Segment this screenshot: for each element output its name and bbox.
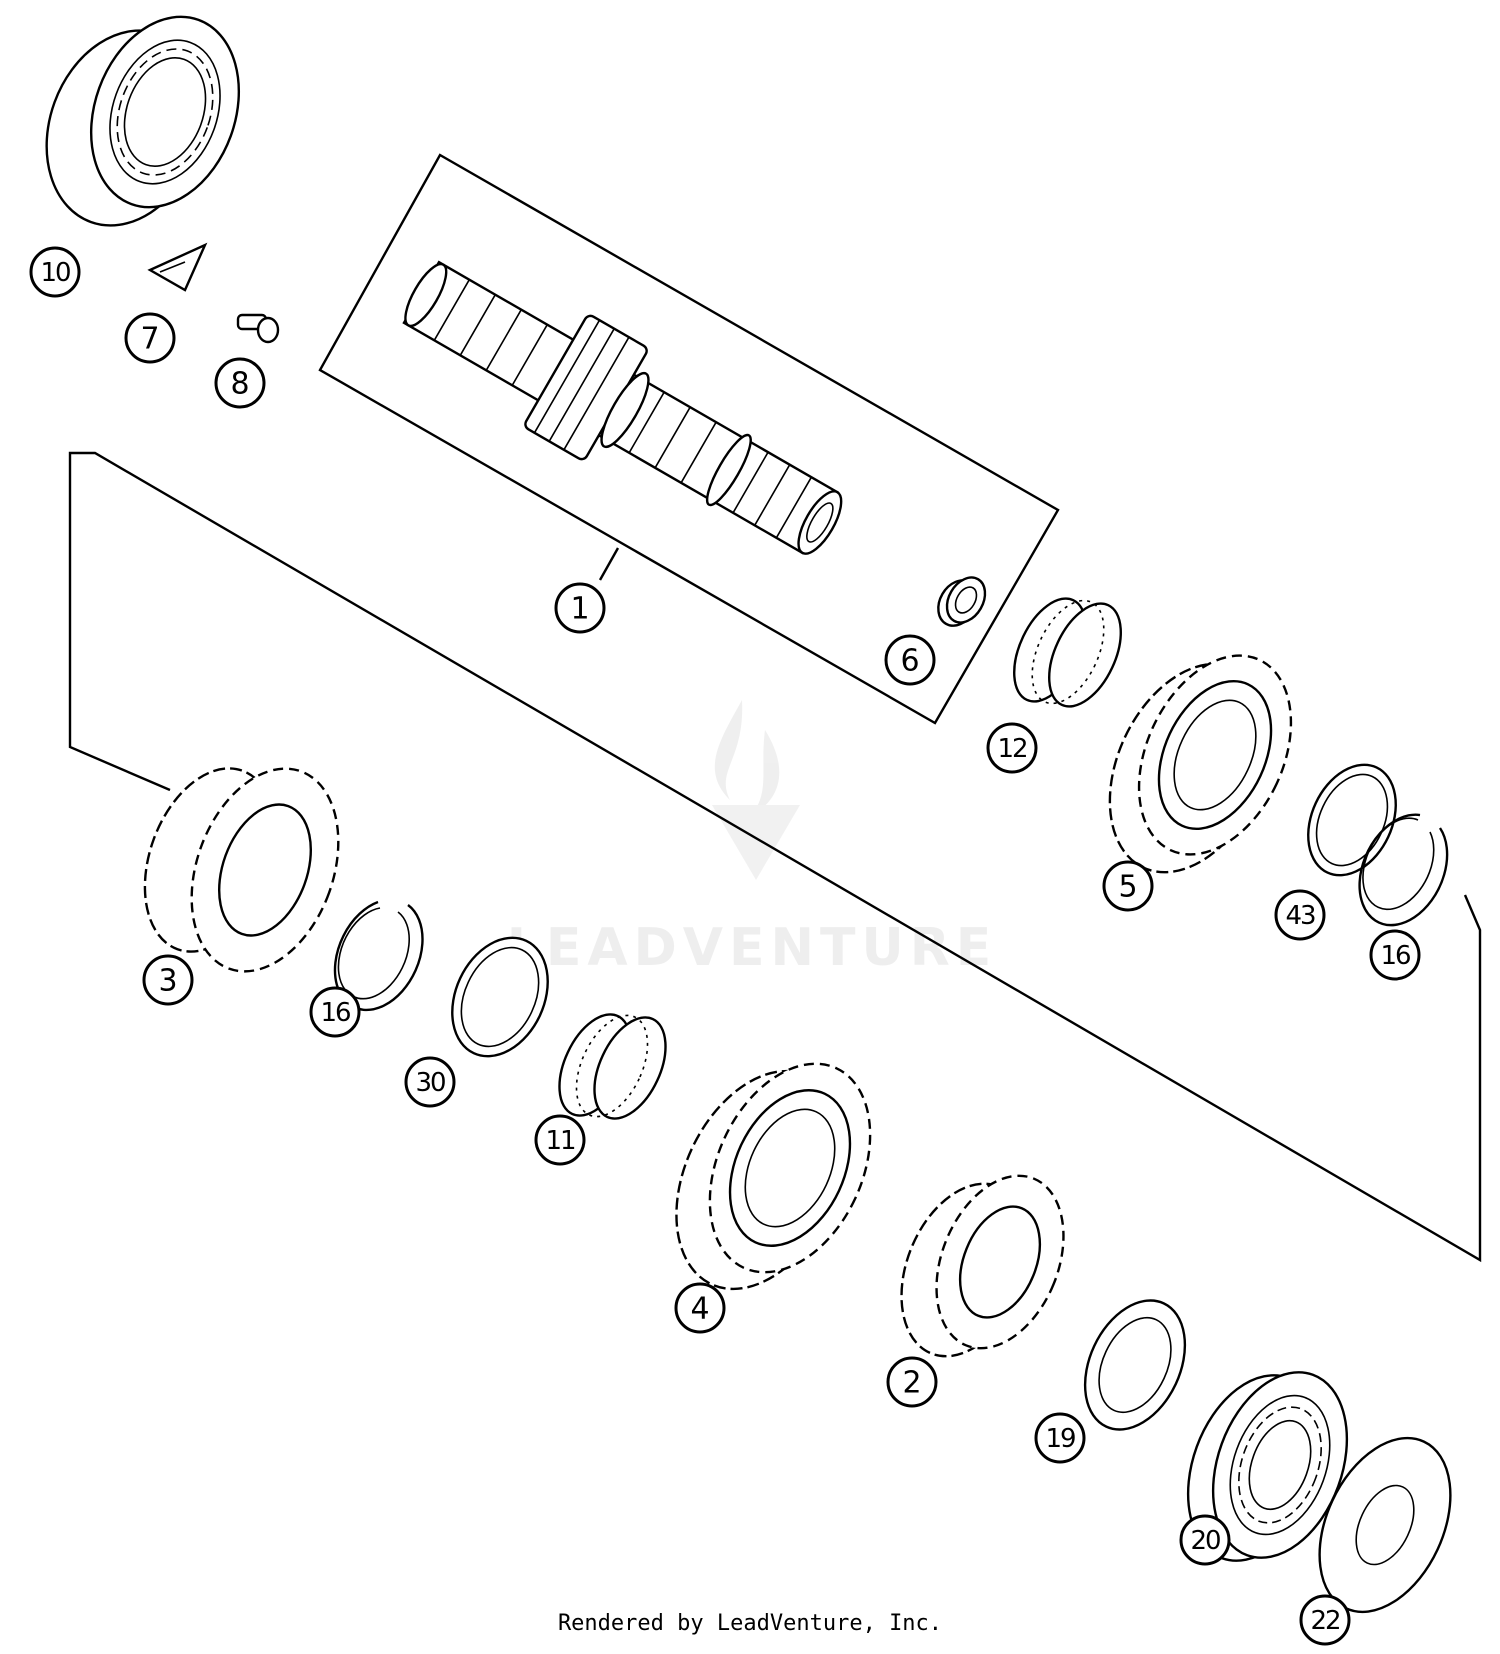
gear-part-4	[643, 1038, 901, 1316]
callout-p3: 3	[142, 954, 194, 1006]
callout-p4: 4	[674, 1282, 726, 1334]
callout-number: 3	[158, 964, 177, 999]
callout-p10: 10	[29, 246, 81, 298]
washer-part-30	[434, 922, 566, 1072]
gear-part-5	[1078, 631, 1321, 898]
key-part-7	[150, 245, 205, 290]
circlip-part-16b	[1360, 815, 1448, 925]
callout-circle	[29, 246, 81, 298]
callout-circle	[554, 582, 606, 634]
callout-p8: 8	[214, 357, 266, 409]
callout-number: 16	[1380, 941, 1410, 971]
callout-circle	[309, 986, 361, 1038]
callout-p30: 30	[404, 1056, 456, 1108]
callout-circle	[674, 1282, 726, 1334]
callout-number: 20	[1190, 1526, 1220, 1556]
callout-number: 2	[902, 1366, 921, 1401]
gear-part-2	[878, 1157, 1088, 1375]
callout-circle	[404, 1056, 456, 1108]
bearing-part-20	[1164, 1354, 1371, 1580]
callout-circle	[886, 1356, 938, 1408]
callout-p7: 7	[124, 312, 176, 364]
gear-group-outline	[68, 451, 1482, 1263]
callout-circle	[124, 312, 176, 364]
callout-p43: 43	[1274, 889, 1326, 941]
callout-number: 4	[690, 1292, 709, 1327]
credit-text: Rendered by LeadVenture, Inc.	[558, 1611, 942, 1636]
shaft-group-outline	[318, 153, 1060, 725]
callout-number: 6	[900, 644, 919, 679]
callout-p20: 20	[1179, 1514, 1231, 1566]
thrust-washer-part-19	[1065, 1284, 1204, 1445]
callout-number: 5	[1118, 870, 1137, 905]
callout-p12: 12	[986, 722, 1038, 774]
callout-p22: 22	[1299, 1594, 1351, 1646]
callout-circle	[142, 954, 194, 1006]
callout-circle	[1179, 1514, 1231, 1566]
callout-p2: 2	[886, 1356, 938, 1408]
callout-circle	[1034, 1412, 1086, 1464]
bushing-part-6	[930, 571, 992, 633]
bearing-part-10	[20, 0, 264, 248]
callout-p16a: 16	[309, 986, 361, 1038]
callout-circle	[1274, 889, 1326, 941]
washer-part-43	[1291, 751, 1413, 890]
callout-p11: 11	[534, 1114, 586, 1166]
needle-bearing-part-12	[1000, 587, 1136, 717]
gear-part-3	[121, 748, 365, 992]
callout-number: 10	[40, 258, 70, 288]
callout-circle	[1102, 860, 1154, 912]
callout-number: 19	[1045, 1424, 1075, 1454]
callout-number: 16	[320, 998, 350, 1028]
callout-number: 8	[230, 367, 249, 402]
callout-circle	[986, 722, 1038, 774]
callout-number: 43	[1285, 901, 1315, 931]
callout-number: 22	[1310, 1606, 1339, 1636]
watermark-text: LEADVENTURE	[507, 918, 998, 978]
callout-p5: 5	[1102, 860, 1154, 912]
callout-circle	[214, 357, 266, 409]
callout-p16b: 16	[1369, 929, 1421, 981]
callout-p6: 6	[884, 634, 936, 686]
callout-number: 1	[570, 592, 589, 627]
callout-number: 30	[415, 1068, 445, 1098]
callout-p1: 1	[554, 582, 606, 634]
callout-number: 12	[997, 734, 1026, 764]
callout-circle	[1299, 1594, 1351, 1646]
circlip-part-16a	[335, 902, 423, 1010]
callout-circle	[884, 634, 936, 686]
callout-circle	[534, 1114, 586, 1166]
needle-bearing-part-11	[545, 1003, 680, 1129]
callout-p19: 19	[1034, 1412, 1086, 1464]
callout-number: 7	[140, 322, 159, 357]
callout-circle	[1369, 929, 1421, 981]
callout-number: 11	[545, 1126, 575, 1156]
screw-part-8	[238, 315, 278, 342]
main-shaft-part-1	[383, 233, 865, 586]
